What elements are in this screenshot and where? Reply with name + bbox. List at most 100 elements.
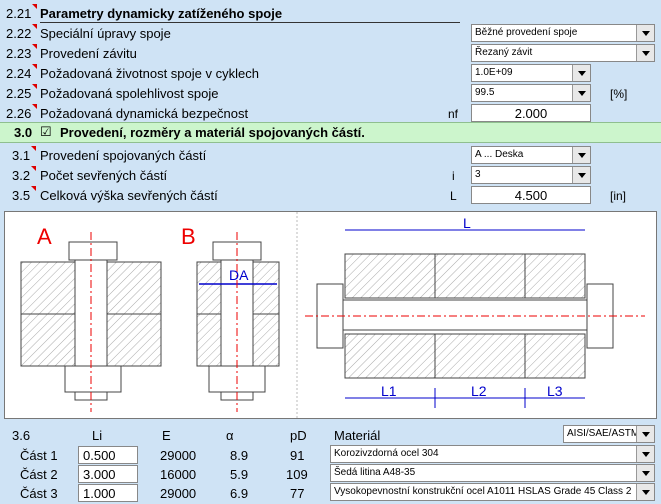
part-pd: 109 [286, 467, 308, 482]
col-header-material: Materiál [334, 428, 381, 443]
chevron-down-icon[interactable] [572, 167, 590, 183]
col-header-pd: pD [290, 428, 307, 443]
row-number: 3.5 [12, 186, 37, 203]
col-header-alpha: α [226, 428, 234, 443]
col-header-e: E [162, 428, 171, 443]
select-value: Vysokopevnostní konstrukční ocel A1011 H… [334, 486, 632, 497]
part-name: Část 2 [20, 467, 58, 482]
row-number: 3.1 [12, 146, 37, 163]
select-value: Běžné provedení spoje [475, 27, 578, 38]
label-l1: L1 [381, 383, 397, 399]
chevron-down-icon[interactable] [636, 45, 654, 61]
select-value: Korozivzdorná ocel 304 [334, 448, 439, 459]
material-standard-select[interactable]: AISI/SAE/ASTM [563, 425, 655, 443]
label-l: L [463, 215, 471, 231]
select-value: A ... Deska [475, 149, 524, 160]
field-label: Provedení závitu [40, 46, 137, 61]
select-value: AISI/SAE/ASTM [567, 428, 640, 439]
row-number: 2.22 [6, 24, 38, 41]
chevron-down-icon[interactable] [572, 85, 590, 101]
part-e: 29000 [160, 486, 197, 501]
part-count-select[interactable]: 3 [471, 166, 591, 184]
part-material-select[interactable]: Korozivzdorná ocel 304 [330, 445, 655, 463]
field-label: Požadovaná životnost spoje v cyklech [40, 66, 259, 81]
row-3-2: 3.2 Počet sevřených částí i 3 [0, 166, 661, 186]
part-material-select[interactable]: Šedá litina A48-35 [330, 464, 655, 482]
part-name: Část 1 [20, 448, 58, 463]
row-2-24: 2.24 Požadovaná životnost spoje v cyklec… [0, 64, 661, 84]
select-value: Šedá litina A48-35 [334, 467, 416, 478]
part-alpha: 8.9 [230, 448, 249, 463]
field-label: Počet sevřených částí [40, 168, 168, 183]
part-name: Část 3 [20, 486, 58, 501]
part-alpha: 5.9 [230, 467, 249, 482]
dynamic-safety-input[interactable]: 2.000 [471, 104, 591, 122]
symbol-label: nf [448, 107, 459, 121]
part-alpha: 6.9 [230, 486, 249, 501]
row-2-25: 2.25 Požadovaná spolehlivost spoje 99.5 … [0, 84, 661, 104]
row-number: 2.25 [6, 84, 38, 101]
select-value: 3 [475, 169, 481, 180]
label-l2: L2 [471, 383, 487, 399]
row-2-23: 2.23 Provedení závitu Řezaný závit [0, 44, 661, 64]
chevron-down-icon[interactable] [636, 446, 654, 462]
unit-label: [%] [610, 87, 628, 101]
label-b: B [181, 224, 196, 249]
field-label: Speciální úpravy spoje [40, 26, 171, 41]
row-number: 2.23 [6, 44, 38, 61]
joint-diagram: A B DA [20, 212, 645, 418]
chevron-down-icon[interactable] [636, 484, 654, 500]
row-number: 3.0 [14, 125, 33, 140]
label-a: A [37, 224, 52, 249]
row-2-22: 2.22 Speciální úpravy spoje Běžné proved… [0, 24, 661, 44]
lifetime-select[interactable]: 1.0E+09 [471, 64, 591, 82]
col-header-li: Li [92, 428, 103, 443]
field-label: Celková výška sevřených částí [40, 188, 218, 203]
select-value: 1.0E+09 [475, 67, 513, 78]
part-li-input[interactable]: 3.000 [78, 465, 138, 483]
chevron-down-icon[interactable] [636, 426, 654, 442]
label-da: DA [229, 267, 249, 283]
section-title: Provedení, rozměry a materiál spojovanýc… [60, 125, 365, 140]
row-2-21: 2.21 Parametry dynamicky zatíženého spoj… [0, 4, 661, 24]
variant-b-drawing [196, 232, 280, 412]
row-number: 2.26 [6, 104, 38, 121]
part-e: 29000 [160, 448, 197, 463]
select-value: 99.5 [475, 87, 495, 98]
assembly-drawing [305, 229, 645, 408]
chevron-down-icon[interactable] [572, 147, 590, 163]
row-number: 2.21 [6, 4, 38, 21]
unit-label: [in] [610, 189, 627, 203]
chevron-down-icon[interactable] [636, 465, 654, 481]
field-label: Provedení spojovaných částí [40, 148, 207, 163]
section-header-3-0: 3.0 ☑ Provedení, rozměry a materiál spoj… [0, 122, 661, 143]
field-label: Požadovaná spolehlivost spoje [40, 86, 219, 101]
row-number: 2.24 [6, 64, 38, 81]
joint-diagram-panel: A B DA [4, 211, 657, 419]
part-pd: 77 [290, 486, 305, 501]
thread-type-select[interactable]: Řezaný závit [471, 44, 655, 62]
section-title: Parametry dynamicky zatíženého spoje [40, 6, 283, 21]
row-number: 3.6 [12, 428, 31, 443]
symbol-label: L [450, 189, 457, 203]
row-2-26: 2.26 Požadovaná dynamická bezpečnost nf … [0, 104, 661, 124]
total-height-input[interactable]: 4.500 [471, 186, 591, 204]
chevron-down-icon[interactable] [636, 25, 654, 41]
variant-a-drawing [20, 232, 162, 412]
checkbox[interactable]: ☑ [40, 124, 52, 139]
chevron-down-icon[interactable] [572, 65, 590, 81]
row-number: 3.2 [12, 166, 37, 183]
symbol-label: i [452, 169, 455, 183]
part-li-input[interactable]: 0.500 [78, 446, 138, 464]
special-joint-select[interactable]: Běžné provedení spoje [471, 24, 655, 42]
row-3-1: 3.1 Provedení spojovaných částí A ... De… [0, 146, 661, 166]
part-type-select[interactable]: A ... Deska [471, 146, 591, 164]
part-pd: 91 [290, 448, 305, 463]
part-material-select[interactable]: Vysokopevnostní konstrukční ocel A1011 H… [330, 483, 655, 501]
select-value: Řezaný závit [475, 47, 533, 58]
part-e: 16000 [160, 467, 197, 482]
reliability-select[interactable]: 99.5 [471, 84, 591, 102]
row-3-5: 3.5 Celková výška sevřených částí L 4.50… [0, 186, 661, 206]
part-li-input[interactable]: 1.000 [78, 484, 138, 502]
field-label: Požadovaná dynamická bezpečnost [40, 106, 249, 121]
